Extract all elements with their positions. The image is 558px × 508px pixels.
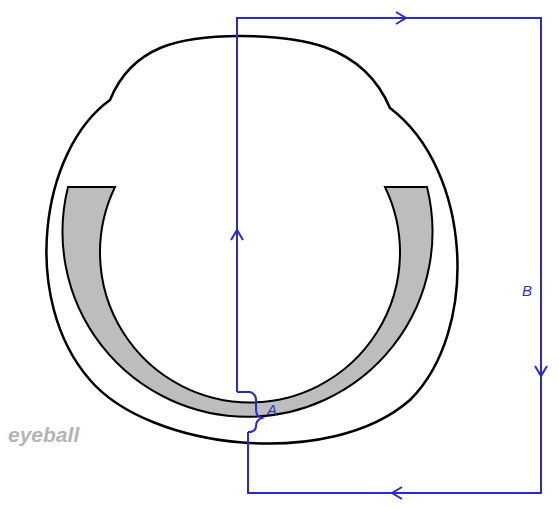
retina-band (63, 187, 433, 417)
eyeball-outline (46, 36, 457, 444)
current-arrows (231, 12, 547, 499)
part-label: B (522, 283, 532, 298)
circuit-wire (237, 18, 541, 493)
part-label: A (267, 402, 277, 417)
watermark: eyeball (8, 424, 79, 445)
